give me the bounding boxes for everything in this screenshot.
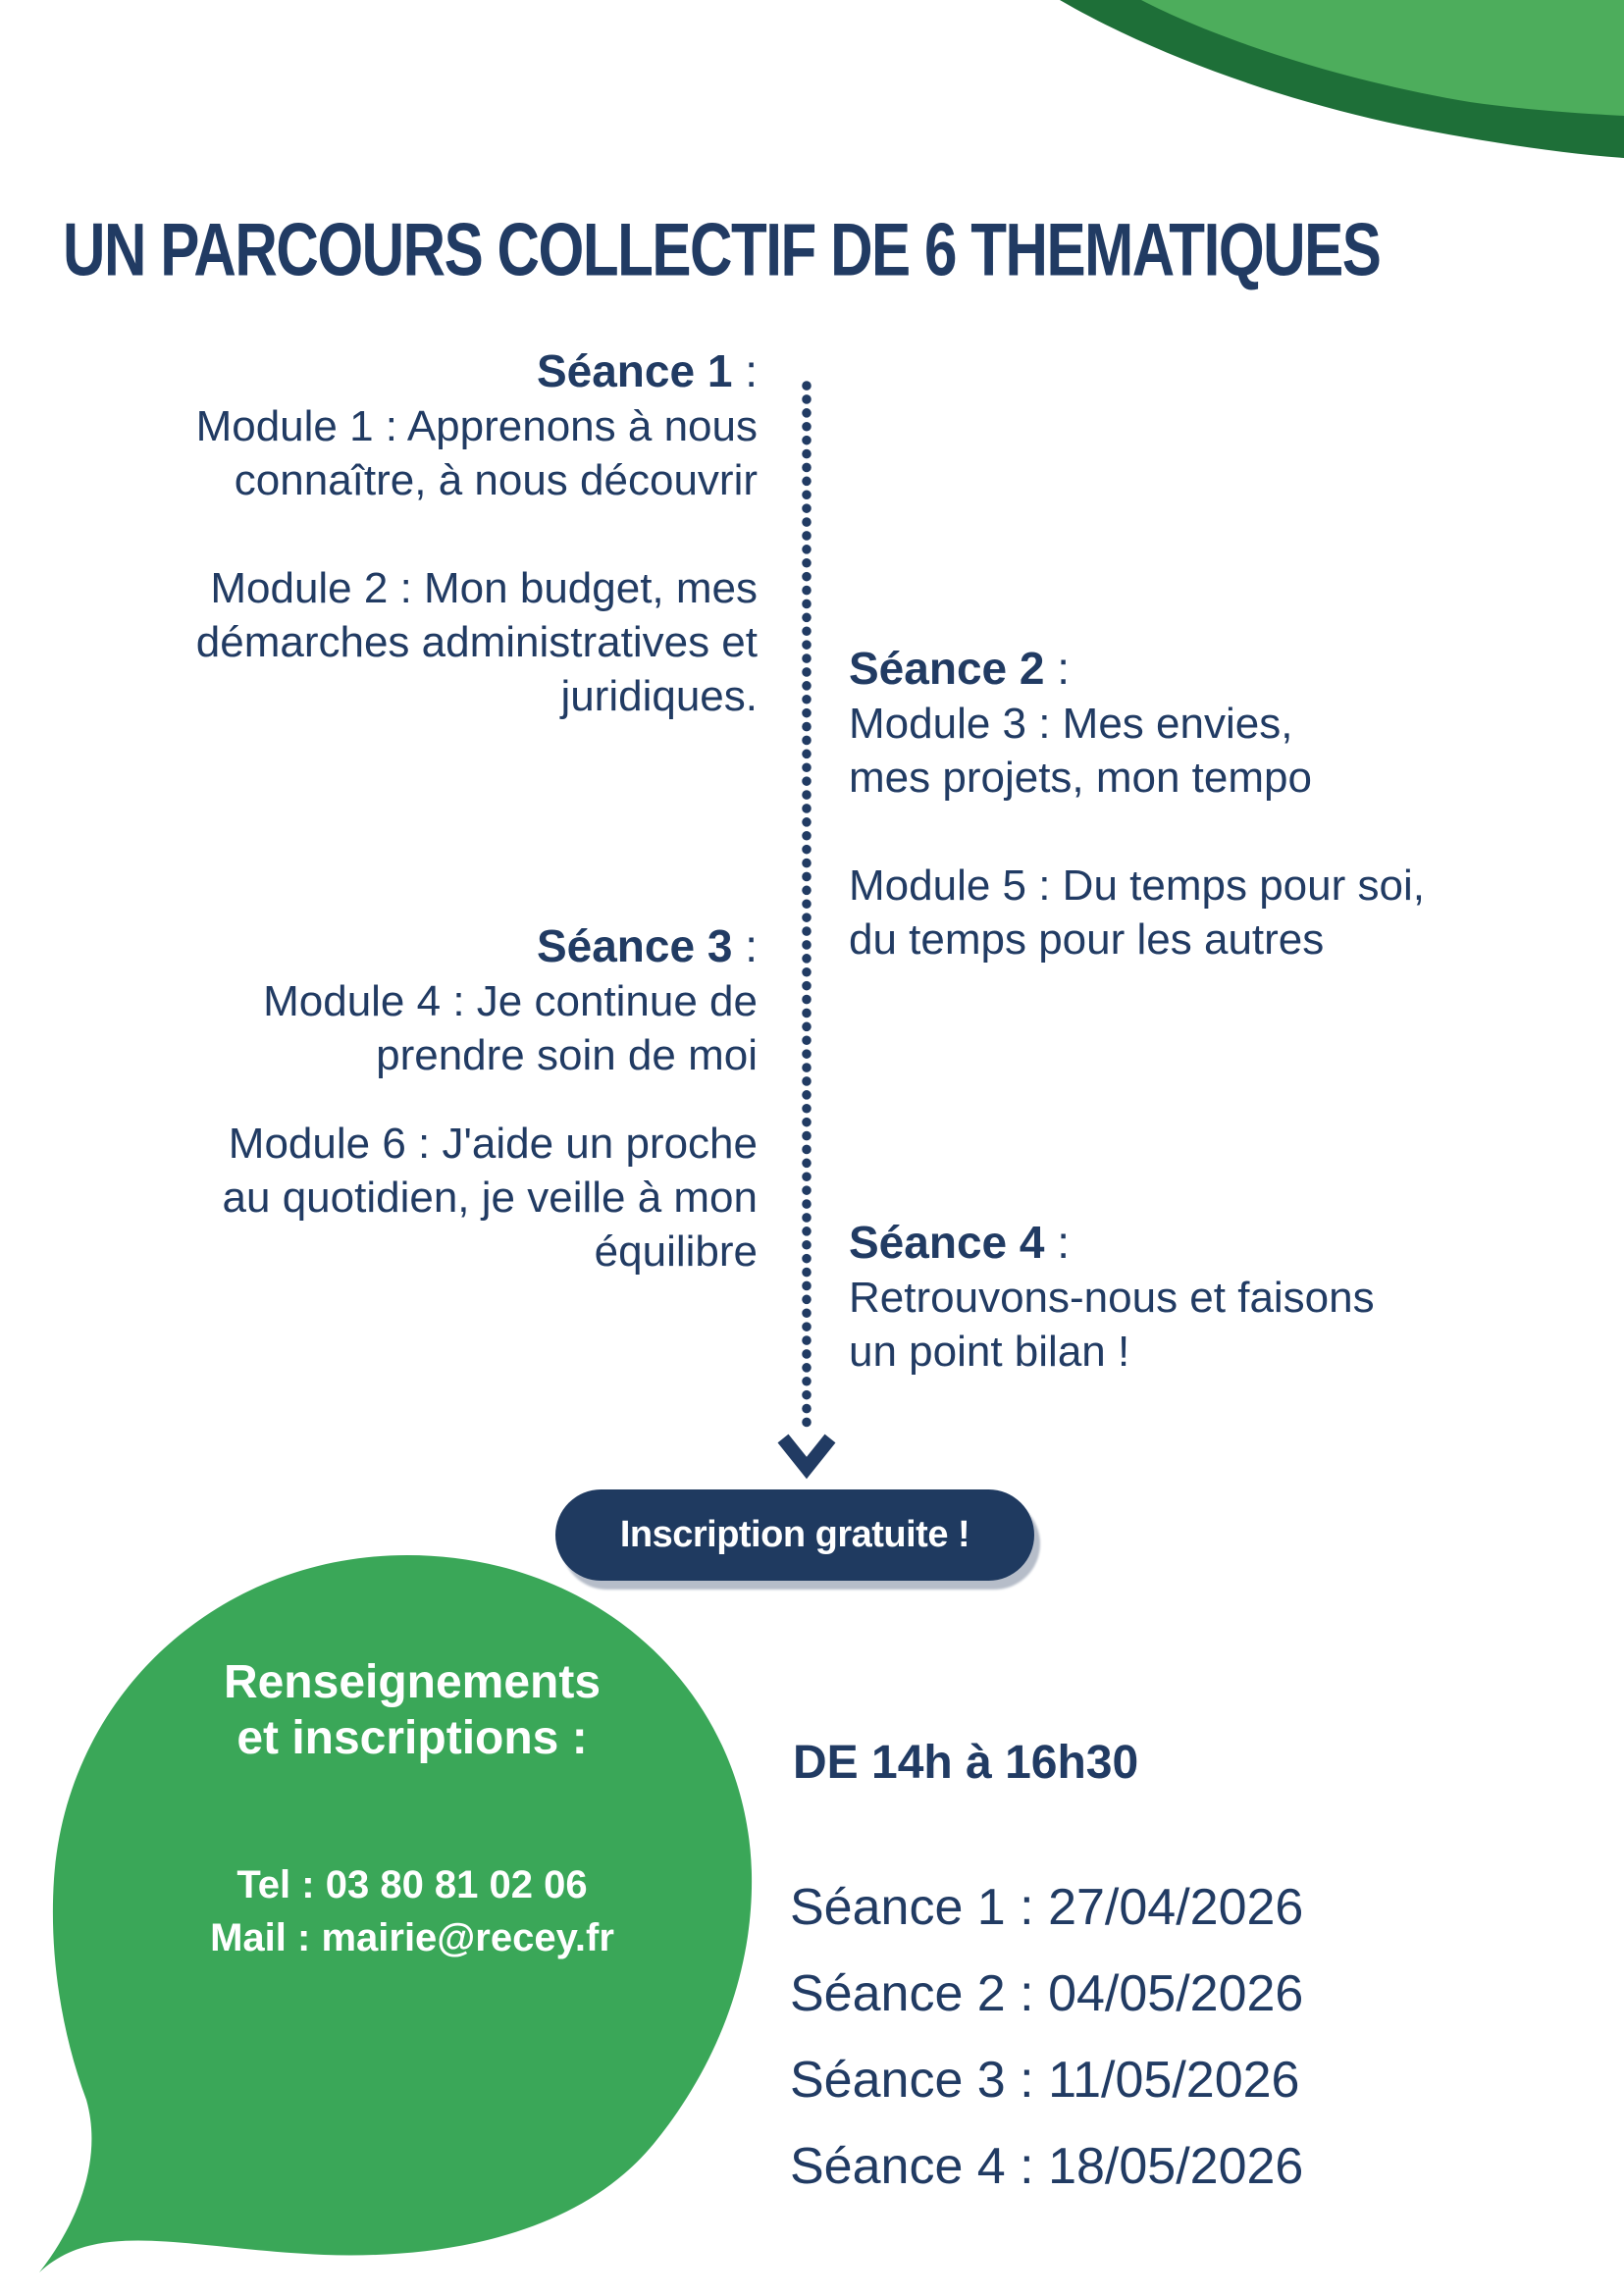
module6-line3: équilibre [594, 1227, 758, 1276]
inscription-button[interactable]: Inscription gratuite ! [555, 1489, 1034, 1581]
spacer [849, 805, 1477, 859]
seance4-heading: Séance 4 : [849, 1217, 1071, 1268]
speech-bubble [39, 1555, 753, 2272]
module2-line1: Module 2 : Mon budget, mes [210, 564, 758, 612]
spacer [98, 507, 758, 561]
module4-line2: prendre soin de moi [376, 1031, 758, 1079]
module6-line1: Module 6 : J'aide un proche [228, 1120, 758, 1168]
email-address: Mail : mairie@recey.fr [210, 1916, 614, 1959]
bubble-heading-line2: et inscriptions : [236, 1712, 588, 1764]
module2-line3: juridiques. [560, 672, 758, 720]
seance4-line2: un point bilan ! [849, 1328, 1130, 1376]
spacer [98, 1082, 758, 1117]
schedule-date-3: Séance 3 : 11/05/2026 [790, 2052, 1300, 2109]
module3-line2: mes projets, mon tempo [849, 754, 1312, 802]
module4-line1: Module 4 : Je continue de [263, 977, 758, 1025]
corner-blob-light [1141, 0, 1624, 116]
seance1-block: Séance 1 : Module 1 : Apprenons à nous c… [98, 344, 758, 723]
module6-line2: au quotidien, je veille à mon [222, 1174, 758, 1222]
schedule-date-1: Séance 1 : 27/04/2026 [790, 1879, 1304, 1936]
schedule-dates: Séance 1 : 27/04/2026 Séance 2 : 04/05/2… [790, 1864, 1303, 2210]
seance2-block: Séance 2 : Module 3 : Mes envies, mes pr… [849, 642, 1477, 966]
module2-line2: démarches administratives et [195, 618, 758, 666]
bubble-contact: Tel : 03 80 81 02 06 Mail : mairie@recey… [128, 1858, 697, 1964]
module5-line2: du temps pour les autres [849, 915, 1325, 964]
arrow-down-icon [777, 1434, 836, 1480]
seance3-heading: Séance 3 : [536, 920, 758, 971]
seance3-block: Séance 3 : Module 4 : Je continue de pre… [98, 919, 758, 1278]
phone-number: Tel : 03 80 81 02 06 [236, 1863, 588, 1906]
seance2-heading: Séance 2 : [849, 643, 1071, 694]
module1-line1: Module 1 : Apprenons à nous [195, 402, 758, 450]
schedule-time: DE 14h à 16h30 [793, 1737, 1139, 1789]
bubble-heading-line1: Renseignements [223, 1656, 602, 1708]
module1-line2: connaître, à nous découvrir [234, 456, 758, 504]
seance1-heading: Séance 1 : [536, 345, 758, 396]
seance4-block: Séance 4 : Retrouvons-nous et faisons un… [849, 1216, 1477, 1379]
bubble-heading: Renseignements et inscriptions : [128, 1654, 697, 1766]
module3-line1: Module 3 : Mes envies, [849, 700, 1293, 748]
schedule-date-4: Séance 4 : 18/05/2026 [790, 2138, 1304, 2195]
inscription-button-label: Inscription gratuite ! [619, 1514, 970, 1555]
module5-line1: Module 5 : Du temps pour soi, [849, 861, 1425, 910]
page-title: UN PARCOURS COLLECTIF DE 6 THEMATIQUES [63, 209, 1382, 292]
schedule-date-2: Séance 2 : 04/05/2026 [790, 1965, 1304, 2022]
seance4-line1: Retrouvons-nous et faisons [849, 1274, 1375, 1322]
